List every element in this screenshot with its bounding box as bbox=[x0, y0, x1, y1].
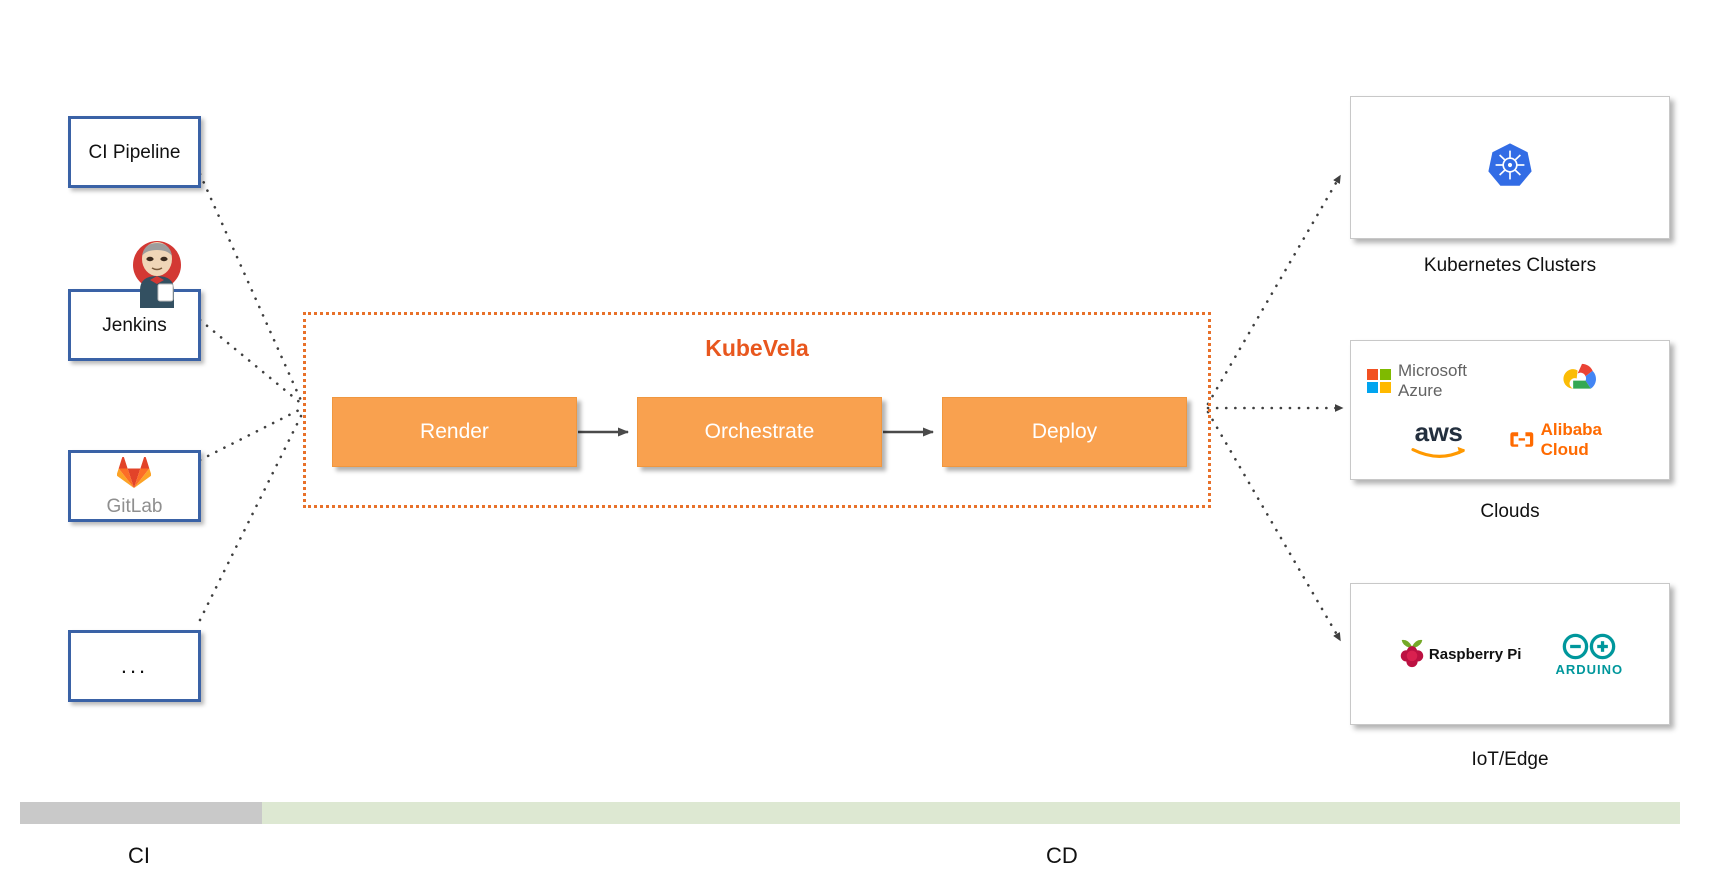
source-box-jenkins[interactable]: Jenkins bbox=[68, 289, 201, 361]
stage-label-orchestrate: Orchestrate bbox=[704, 420, 815, 443]
alibaba-label: Alibaba Cloud bbox=[1540, 419, 1603, 459]
target-caption-iot-edge: IoT/Edge bbox=[1471, 749, 1549, 770]
source-box-gitlab[interactable]: GitLab bbox=[68, 450, 201, 522]
source-box-more[interactable]: ... bbox=[68, 630, 201, 702]
stage-label-deploy: Deploy bbox=[1031, 420, 1098, 443]
microsoft-azure-icon: Microsoft Azure bbox=[1367, 361, 1510, 401]
stage-deploy[interactable]: Deploy bbox=[942, 397, 1187, 467]
source-box-ci-pipeline[interactable]: CI Pipeline bbox=[68, 116, 201, 188]
phase-label-cd: CD bbox=[1046, 843, 1078, 868]
phase-label-ci: CI bbox=[128, 843, 150, 868]
target-caption-kubernetes: Kubernetes Clusters bbox=[1423, 255, 1597, 276]
aws-label: aws bbox=[1414, 417, 1463, 448]
jenkins-butler-icon bbox=[128, 238, 186, 308]
connector-ci-pipeline bbox=[198, 172, 305, 407]
target-box-clouds[interactable]: Microsoft Azure aws bbox=[1350, 340, 1670, 480]
microsoft-logo-squares bbox=[1367, 368, 1391, 393]
gitlab-fox-icon bbox=[117, 455, 152, 495]
google-cloud-icon bbox=[1559, 360, 1605, 401]
target-caption-clouds: Clouds bbox=[1480, 501, 1540, 522]
stage-render[interactable]: Render bbox=[332, 397, 577, 467]
source-label-ci-pipeline: CI Pipeline bbox=[88, 141, 181, 163]
phase-bar-ci bbox=[20, 802, 262, 824]
connector-kubernetes bbox=[1206, 174, 1342, 406]
connector-iot bbox=[1206, 410, 1342, 642]
azure-label: Microsoft Azure bbox=[1398, 360, 1467, 400]
connector-more bbox=[198, 410, 305, 622]
stage-orchestrate[interactable]: Orchestrate bbox=[637, 397, 882, 467]
connector-jenkins bbox=[198, 318, 305, 407]
kubevela-container: KubeVela bbox=[303, 312, 1211, 508]
stage-label-render: Render bbox=[420, 420, 489, 443]
connector-gitlab bbox=[198, 406, 305, 462]
source-label-jenkins: Jenkins bbox=[102, 314, 167, 336]
raspberry-pi-icon: Raspberry Pi bbox=[1397, 638, 1522, 670]
kubevela-title: KubeVela bbox=[705, 335, 809, 361]
arduino-icon: ARDUINO bbox=[1555, 632, 1623, 677]
aws-icon: aws bbox=[1410, 417, 1467, 458]
kubernetes-helm-icon bbox=[1486, 141, 1534, 194]
raspberry-pi-label: Raspberry Pi bbox=[1428, 645, 1522, 663]
target-box-kubernetes[interactable] bbox=[1350, 96, 1670, 239]
source-label-gitlab: GitLab bbox=[106, 495, 163, 517]
alibaba-cloud-icon: Alibaba Cloud bbox=[1510, 420, 1653, 460]
phase-bar-cd bbox=[20, 802, 1680, 824]
target-box-iot-edge[interactable]: Raspberry Pi ARDUINO bbox=[1350, 583, 1670, 725]
arduino-label: ARDUINO bbox=[1555, 661, 1624, 677]
source-label-more: ... bbox=[120, 653, 149, 678]
